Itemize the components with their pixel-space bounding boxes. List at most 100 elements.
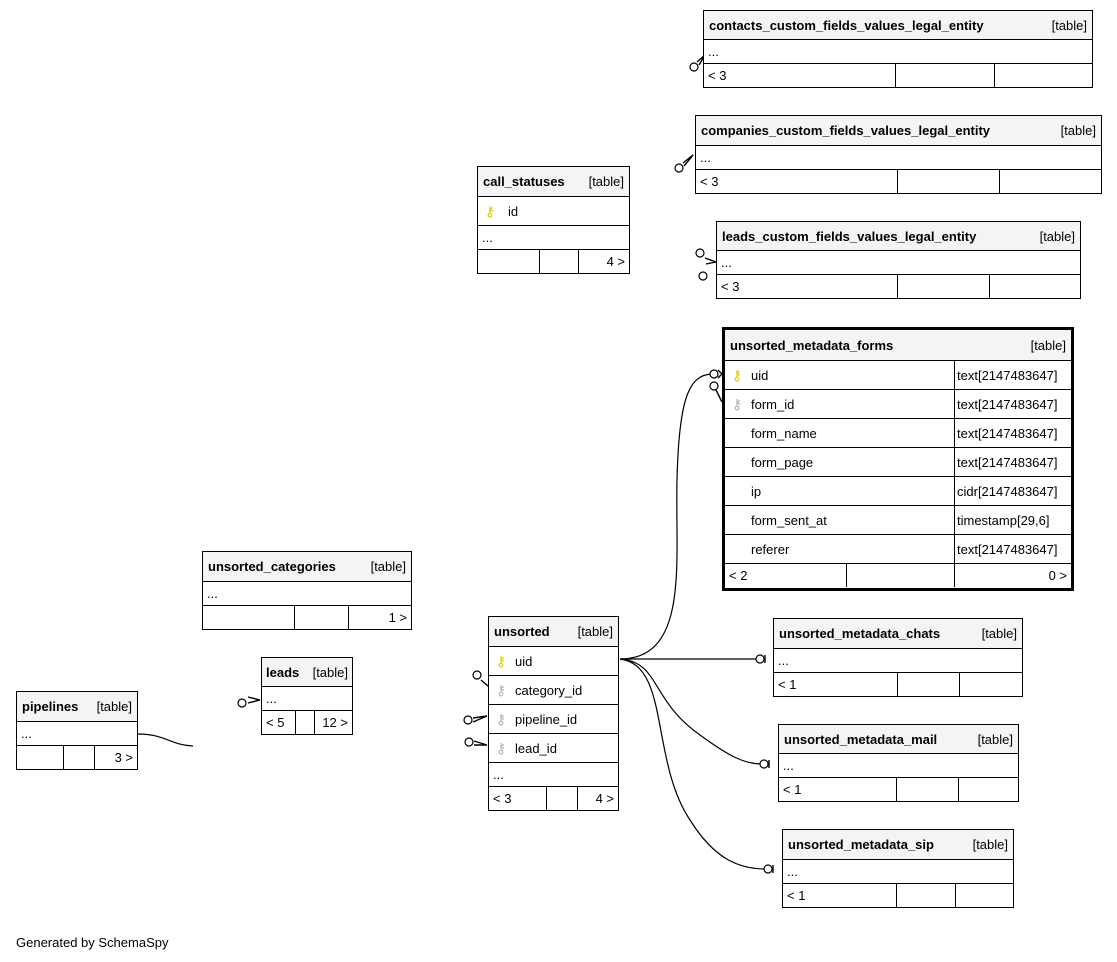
columns-ellipsis-row: ... [717, 251, 1080, 275]
crowfoot-end-icon [755, 654, 765, 664]
column-row-id[interactable]: ⚷ id [478, 197, 629, 226]
table-contacts-custom-fields-values-legal-entity[interactable]: contacts_custom_fields_values_legal_enti… [703, 10, 1093, 88]
columns-count [63, 746, 94, 769]
columns-count [539, 250, 578, 273]
table-kind: [table] [96, 699, 132, 714]
columns-count [895, 64, 994, 87]
table-kind: [table] [1060, 123, 1096, 138]
ellipsis: ... [700, 150, 711, 165]
crowfoot-end-icon [464, 737, 474, 747]
parents-count[interactable]: < 1 [778, 677, 797, 692]
relation-pipelines-stub [137, 733, 194, 747]
column-name: lead_id [515, 740, 557, 756]
parents-count[interactable]: < 5 [266, 715, 285, 730]
table-footer: < 3 [717, 275, 1080, 298]
column-name: ip [751, 483, 762, 499]
column-row-category-id[interactable]: ⚷category_id [489, 676, 618, 705]
table-kind: [table] [972, 837, 1008, 852]
parents-count[interactable]: < 3 [721, 279, 740, 294]
table-call-statuses[interactable]: call_statuses [table] ⚷ id ... 4 > [477, 166, 630, 274]
columns-ellipsis-row: ... [779, 754, 1018, 778]
column-row-pipeline-id[interactable]: ⚷pipeline_id [489, 705, 618, 734]
crowfoot-end-icon [472, 670, 482, 680]
ellipsis: ... [266, 691, 277, 706]
column-type: timestamp[29,6] [954, 506, 1071, 534]
parents-count[interactable]: < 1 [787, 888, 806, 903]
relation-uid-to-metadata-forms [619, 373, 713, 660]
parents-count [17, 746, 63, 769]
crowfoot-end-icon [698, 271, 708, 281]
crowfoot-end-icon [695, 248, 705, 258]
parents-count[interactable]: < 2 [729, 568, 748, 583]
table-companies-custom-fields-values-legal-entity[interactable]: companies_custom_fields_values_legal_ent… [695, 115, 1102, 194]
children-count[interactable]: 1 > [348, 606, 411, 629]
parents-count[interactable]: < 3 [708, 68, 727, 83]
table-name: leads_custom_fields_values_legal_entity [722, 228, 977, 244]
columns-ellipsis-row: ... [489, 763, 618, 787]
ellipsis: ... [21, 726, 32, 741]
column-row-referer[interactable]: referer text[2147483647] [725, 535, 1071, 564]
columns-ellipsis-row: ... [17, 722, 137, 746]
columns-ellipsis-row: ... [262, 687, 352, 711]
column-name: form_name [751, 425, 817, 441]
table-unsorted[interactable]: unsorted [table] ⚷uid ⚷category_id ⚷pipe… [488, 616, 619, 811]
ellipsis: ... [708, 44, 719, 59]
column-row-form-page[interactable]: form_page text[2147483647] [725, 448, 1071, 477]
table-kind: [table] [370, 559, 406, 574]
column-row-form-name[interactable]: form_name text[2147483647] [725, 419, 1071, 448]
table-kind: [table] [577, 624, 613, 639]
column-row-ip[interactable]: ip cidr[2147483647] [725, 477, 1071, 506]
crowfoot-end-icon [709, 381, 719, 391]
table-name: unsorted_metadata_forms [730, 337, 894, 353]
table-header: companies_custom_fields_values_legal_ent… [696, 116, 1101, 146]
table-pipelines[interactable]: pipelines [table] ... 3 > [16, 691, 138, 770]
column-type: cidr[2147483647] [954, 477, 1071, 505]
foreign-key-icon: ⚷ [495, 710, 507, 727]
table-unsorted-metadata-mail[interactable]: unsorted_metadata_mail [table] ... < 1 [778, 724, 1019, 802]
children-count[interactable]: 12 > [314, 711, 352, 734]
children-count[interactable] [999, 170, 1101, 193]
parents-count[interactable]: < 1 [783, 782, 802, 797]
table-unsorted-metadata-chats[interactable]: unsorted_metadata_chats [table] ... < 1 [773, 618, 1023, 697]
generated-by-credit: Generated by SchemaSpy [16, 935, 169, 950]
column-row-form-sent-at[interactable]: form_sent_at timestamp[29,6] [725, 506, 1071, 535]
children-count[interactable] [989, 275, 1080, 298]
table-leads[interactable]: leads [table] ... < 5 12 > [261, 657, 353, 735]
ellipsis: ... [207, 586, 218, 601]
column-type: text[2147483647] [954, 448, 1071, 476]
primary-key-icon: ⚷ [484, 202, 496, 219]
table-unsorted-metadata-sip[interactable]: unsorted_metadata_sip [table] ... < 1 [782, 829, 1014, 908]
parents-count[interactable]: < 3 [493, 791, 512, 806]
table-name: companies_custom_fields_values_legal_ent… [701, 123, 991, 138]
children-count[interactable]: 4 > [577, 787, 618, 810]
children-count[interactable]: 0 > [954, 564, 1071, 587]
table-footer: < 3 [696, 170, 1101, 193]
table-kind: [table] [1030, 337, 1066, 353]
columns-ellipsis-row: ... [783, 860, 1013, 884]
crowfoot-end-icon [759, 759, 769, 769]
table-unsorted-metadata-forms[interactable]: unsorted_metadata_forms [table] ⚷uid tex… [722, 327, 1074, 591]
table-footer: < 1 [779, 778, 1018, 801]
column-type: text[2147483647] [954, 361, 1071, 389]
column-row-form-id[interactable]: ⚷form_id text[2147483647] [725, 390, 1071, 419]
table-leads-custom-fields-values-legal-entity[interactable]: leads_custom_fields_values_legal_entity … [716, 221, 1081, 299]
column-row-uid[interactable]: ⚷uid text[2147483647] [725, 361, 1071, 390]
table-kind: [table] [977, 731, 1013, 747]
columns-count [896, 884, 955, 907]
column-row-lead-id[interactable]: ⚷lead_id [489, 734, 618, 763]
columns-count [846, 564, 954, 587]
table-name: unsorted [494, 624, 550, 639]
children-count[interactable] [994, 64, 1092, 87]
children-count [955, 884, 1013, 907]
children-count[interactable]: 4 > [578, 250, 629, 273]
parents-count[interactable]: < 3 [700, 174, 719, 189]
columns-count [897, 170, 999, 193]
relation-uid-to-metadata-mail [619, 658, 763, 765]
columns-ellipsis-row: ... [203, 582, 411, 606]
table-unsorted-categories[interactable]: unsorted_categories [table] ... 1 > [202, 551, 412, 630]
relation-uid-to-metadata-sip [619, 658, 767, 870]
children-count[interactable]: 3 > [94, 746, 137, 769]
column-name: uid [515, 653, 533, 669]
column-row-uid[interactable]: ⚷uid [489, 647, 618, 676]
